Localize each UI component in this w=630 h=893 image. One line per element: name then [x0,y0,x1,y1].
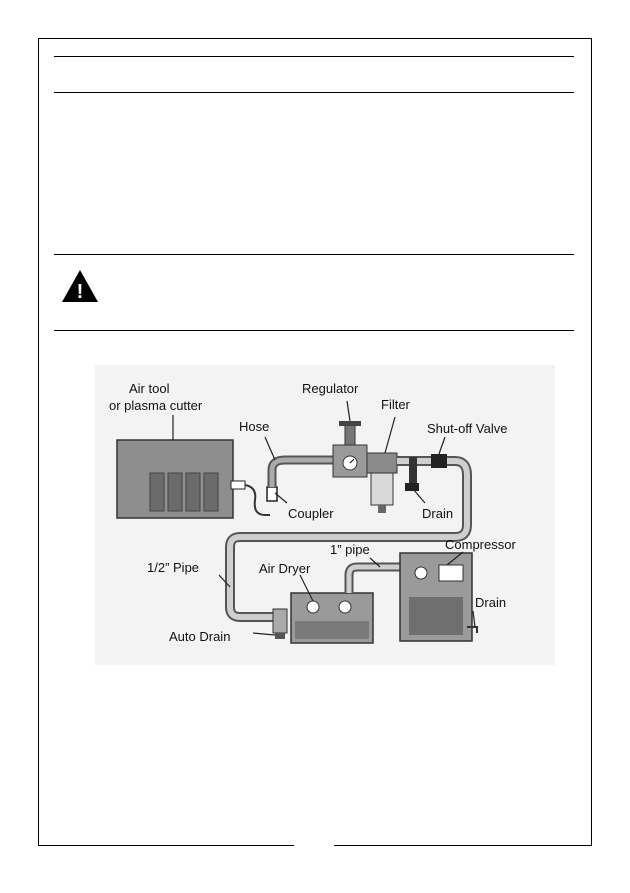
label-hose: Hose [239,419,269,434]
label-drain-compressor: Drain [475,595,506,610]
air-dryer-unit [290,592,374,644]
label-half-inch-pipe: 1/2” Pipe [147,560,199,575]
label-filter: Filter [381,397,411,412]
label-plasma-cutter: or plasma cutter [109,398,203,413]
header-rule-top [54,56,574,57]
label-drain-filter: Drain [422,506,453,521]
svg-text:!: ! [77,281,84,303]
header-rule-bottom [54,92,574,93]
label-regulator: Regulator [302,381,359,396]
filter-unit [366,452,398,513]
label-compressor: Compressor [445,537,516,552]
warning-rule-top [54,254,574,255]
label-shutoff-valve: Shut-off Valve [427,421,507,436]
label-air-dryer: Air Dryer [259,561,311,576]
warning-triangle-icon: ! [62,270,98,303]
warning-rule-bottom [54,330,574,331]
compressor-unit [399,552,478,642]
label-1in-pipe: 1” pipe [330,542,370,557]
label-auto-drain: Auto Drain [169,629,230,644]
plasma-cutter-unit [116,439,246,519]
label-air-tool: Air tool [129,381,170,396]
page-number-gap [294,840,334,852]
regulator-unit [332,421,368,478]
air-system-diagram: Air tool or plasma cutter Regulator Filt… [95,365,555,665]
label-coupler: Coupler [288,506,334,521]
auto-drain-unit [272,608,288,639]
